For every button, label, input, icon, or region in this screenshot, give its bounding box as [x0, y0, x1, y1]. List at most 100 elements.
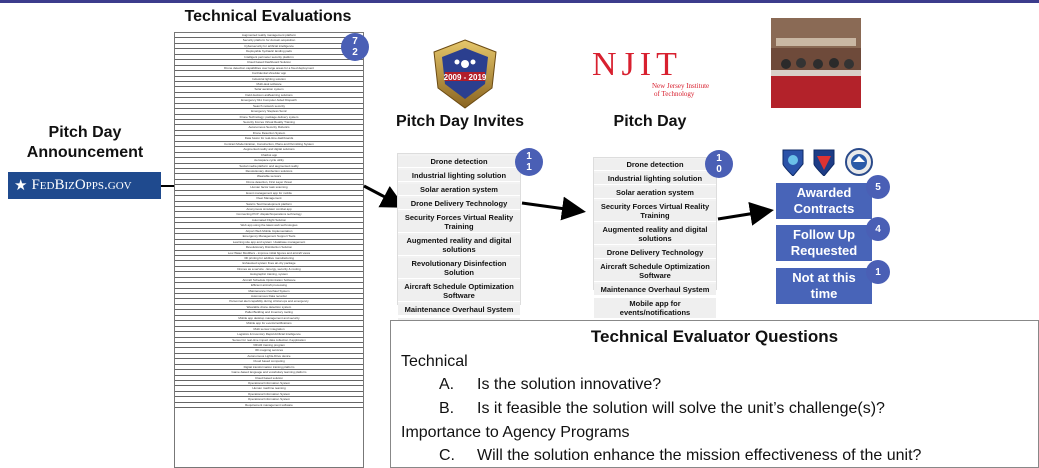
evaluation-row: Holographic training, system — [175, 272, 363, 278]
command-shield-icon — [813, 149, 835, 176]
invites-count-line1: 1 — [526, 151, 532, 162]
pitch-day-count-line1: 1 — [716, 153, 722, 164]
invites-item: Industrial lighting solution — [398, 170, 520, 182]
evaluation-row: Security Forces Virtual Reality Training — [175, 120, 363, 126]
evaluation-row: Autonomous Data recorder — [175, 294, 363, 300]
pitch-day-invites-title: Pitch Day Invites — [395, 113, 525, 130]
evaluation-row: Multi sensor integration — [175, 327, 363, 333]
arrow-list-to-invites — [363, 184, 406, 208]
evaluation-row: Maintenance Overhaul System — [175, 289, 363, 294]
pitch-day-item: Solar aeration system — [594, 187, 716, 199]
evaluation-row: Mobile app for events/notifications — [175, 321, 363, 327]
outcome-label: Follow Up — [792, 227, 856, 242]
evaluation-row: Human machine teaming — [175, 386, 363, 392]
evaluation-row: Anonymous simulator combat app — [175, 207, 363, 213]
pitch-day-item: Augmented reality and digital solutions — [594, 224, 716, 245]
outcome-count-badge: 4 — [866, 217, 890, 241]
invites-count-badge: 1 1 — [515, 148, 543, 176]
evaluation-row: Cybersecurity for artificial intelligenc… — [175, 44, 363, 50]
question-b: Is it feasible the solution will solve t… — [477, 400, 885, 417]
evaluation-row: Drone detection, First Layer threat — [175, 180, 363, 186]
invites-item: Aircraft Schedule Optimization Software — [398, 281, 520, 302]
evaluation-row: Aerospace cycle utility — [175, 158, 363, 164]
njit-logo: NJIT New Jersey Institute of Technology — [592, 46, 712, 106]
evaluation-row: Efficient aircraft processing — [175, 283, 363, 289]
evaluation-row: Search network security — [175, 104, 363, 110]
evaluations-count-line2: 2 — [352, 47, 358, 58]
evaluation-row: Contract Modernization, Construction, Pl… — [175, 142, 363, 148]
pitch-day-item: Maintenance Overhaul System — [594, 284, 716, 296]
njit-logo-sub-line2: of Technology — [654, 90, 695, 98]
pitch-day-item: Industrial lighting solution — [594, 173, 716, 185]
evaluation-row: Pallet Building and Inventory tooling — [175, 310, 363, 316]
evaluation-row: Chatbot app — [175, 153, 363, 159]
evaluation-row: Emergency Management Support Tools — [175, 234, 363, 240]
outcome-label: Not at this — [792, 270, 856, 285]
evaluation-row: Human factor task scanning — [175, 185, 363, 191]
pitch-day-announcement-title: Pitch Day Announcement — [20, 123, 150, 163]
outcome-label: Requested — [790, 243, 858, 258]
outcome-label: Awarded — [796, 185, 852, 200]
evaluation-row: Operational Information System — [175, 381, 363, 387]
question-a: Is the solution innovative? — [477, 376, 662, 393]
arrow-invites-to-pitchday — [521, 196, 586, 221]
evaluation-row: Learning site app and system / database … — [175, 240, 363, 246]
evaluation-row: Personnel alert capability during critic… — [175, 299, 363, 305]
evaluation-row: Field decision aid/learning solutions — [175, 93, 363, 99]
questions-title: Technical Evaluator Questions — [590, 327, 839, 346]
evaluation-row: Mobile app desktop management and securi… — [175, 316, 363, 322]
njit-logo-sub-line1: New Jersey Institute — [652, 82, 710, 90]
evaluation-row: Operational Information System — [175, 397, 363, 403]
announcement-line1: Pitch Day — [48, 124, 122, 141]
njit-logo-text: NJIT — [592, 46, 682, 83]
evaluation-row: 3D mapping services — [175, 348, 363, 354]
evaluator-questions-box: Technical Evaluator Questions Technical … — [390, 320, 1039, 468]
evaluation-row: Cloud based computing — [175, 359, 363, 365]
announcement-line2: Announcement — [26, 144, 144, 161]
evaluations-count-line1: 7 — [352, 36, 358, 47]
evaluation-row: Exhausted system fixes air-dry package — [175, 261, 363, 267]
evaluation-row: Cloud based solution — [175, 376, 363, 381]
evaluation-row: Logistics & Inventory Rapid Artificial I… — [175, 332, 363, 338]
evaluation-row: Aircraft Schedule Optimization Software — [175, 278, 363, 284]
evaluation-row: Wearable sensors — [175, 174, 363, 180]
evaluation-row: Connecting PCP: dispatch/operations tech… — [175, 212, 363, 218]
pitch-day-count-line2: 0 — [716, 164, 722, 175]
outcome-count: 1 — [875, 266, 881, 278]
evaluation-row: Fleet Management — [175, 196, 363, 202]
evaluation-row: Digital transformation training platform — [175, 365, 363, 371]
section-technical: Technical — [401, 353, 468, 370]
evaluation-row: VR/AR training program — [175, 343, 363, 349]
pitch-day-photo-image — [771, 18, 861, 108]
evaluation-row: Airport Web Mobile Implementation — [175, 229, 363, 235]
evaluation-row: Low Water Modifiers - improve initial fi… — [175, 251, 363, 256]
invites-item: Security Forces Virtual Reality Training — [398, 212, 520, 233]
pitch-day-item: Drone Delivery Technology — [594, 247, 716, 259]
evaluation-row: Autonomous Security Robotics — [175, 125, 363, 131]
technical-evaluations-title: Technical Evaluations — [184, 8, 352, 25]
invites-item: Drone Delivery Technology — [398, 198, 520, 210]
evaluation-row: Intelligent perimeter security platform — [175, 55, 363, 61]
evaluation-row: 3D printing for additive manufacturing — [175, 256, 363, 262]
invites-item: Drone detection — [398, 156, 520, 168]
evaluation-row: Automated Flight Solution — [175, 218, 363, 224]
evaluation-row: Confidential shredder app — [175, 71, 363, 77]
section-importance: Importance to Agency Programs — [401, 424, 630, 441]
evaluation-row: Augmented reality management platform — [175, 33, 363, 39]
pitch-day-photo — [771, 18, 861, 108]
outcome-count: 5 — [875, 181, 881, 193]
evaluation-row: Industrial lighting solution — [175, 77, 363, 82]
invites-item: Augmented reality and digital solutions — [398, 235, 520, 256]
evaluation-row: Autonomous Lights-Drive device — [175, 354, 363, 360]
evaluation-row: Revolutionary disinfection solutions — [175, 169, 363, 175]
evaluation-row: Drone detection capabilities over large … — [175, 66, 363, 72]
invites-item: Maintenance Overhaul System — [398, 304, 520, 316]
outcome-count-badge: 1 — [866, 260, 890, 284]
outcome-count: 4 — [875, 223, 881, 235]
